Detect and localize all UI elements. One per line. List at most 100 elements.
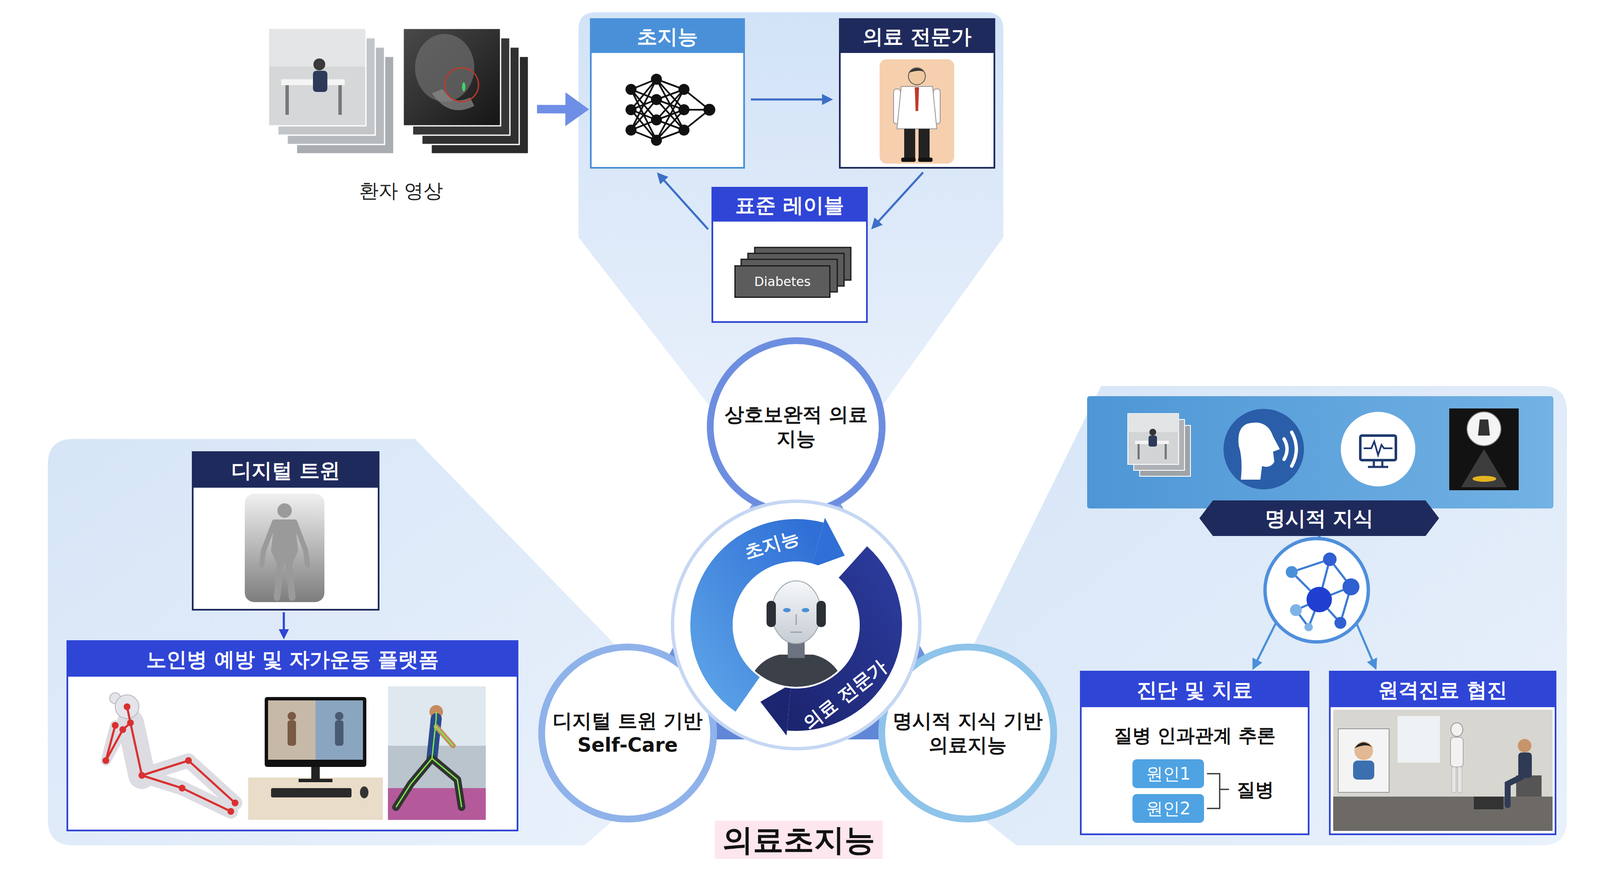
elderly-pose-figure-part [141,760,236,812]
network-icon-part [1334,616,1347,629]
exercise-photo-part [395,711,462,807]
elderly-pose-figure-part [123,703,131,710]
cause-pill: 원인1 [1132,758,1205,788]
cause-bracket [1206,773,1230,809]
telemedicine-room-part [1518,752,1532,778]
patient-photo-stack-part [403,28,501,126]
monitor-desk-part [334,711,344,720]
patient-photo-stack-part [421,47,520,145]
telemedicine-room-part [1354,741,1374,760]
patient-photo-stack-part [431,88,475,111]
knowledge-source-band-part [1478,419,1490,436]
doctor-figure-part [914,87,920,111]
arrow-head [1367,657,1378,670]
card-label: Diabetes [754,273,811,290]
elderly-pose-figure-part [231,799,239,806]
telemedicine-room-part [1450,736,1464,767]
patient-photo-stack-part [285,85,289,115]
robot-face-part [783,607,791,612]
robot-face-part [801,607,810,612]
body-text: 질병 인과관계 추론 [1113,723,1277,747]
patient-photo-stack-part [338,85,342,115]
doctor-figure [879,59,955,164]
knowledge-source-band-part [1461,448,1507,488]
image-stack: 환자 영상 [268,28,534,208]
label-card-stack-part [754,247,851,280]
doctor-figure-part [908,67,926,85]
network-icon-part [1285,565,1298,578]
text-slot: 초지능 [591,19,744,53]
knowledge-source-band-part [1363,441,1393,455]
box-header: 초지능 [591,19,744,53]
robot-face-part [787,637,805,658]
circle-outline-part [541,646,714,819]
knowledge-source-band [1087,395,1554,509]
text-slot: 원인1 [1132,758,1205,788]
telemedicine-room-part [1457,766,1462,792]
doctor-figure-part [904,128,916,159]
telemedicine-room-part [1353,760,1375,780]
elderly-pose-figure-part [109,692,121,704]
knowledge-source-band-part [1137,443,1140,460]
network-icon-part [1291,559,1351,627]
arrow-shaft [1319,535,1373,662]
arrow-head [822,94,834,106]
arrow-head [871,217,883,230]
network-icon-part [1289,603,1302,616]
doctor-figure-part [879,59,955,164]
robot-face-part [745,654,848,695]
text-slot: 환자 영상 [268,174,534,208]
elderly-pose-figure-part [130,722,142,776]
patient-photo-stack-part [296,56,394,154]
patient-photo-stack-part [287,47,385,145]
robot-face-part [766,600,776,627]
process-box: 초지능 [589,18,745,169]
arrow-head [656,172,669,185]
monitor-desk-part [287,711,297,720]
patient-photo-stack-part [431,56,529,154]
arrow-shaft [663,179,709,230]
neural-network-icon-part [678,104,690,116]
exercise-photo-part [431,718,437,759]
elderly-pose-figure-part [178,784,186,792]
patient-photo-stack-part [444,67,479,102]
text-slot: 진단 및 치료 [1081,672,1308,707]
core-circle: 초지능의료 전문가 [669,497,924,752]
circle-label: 상호보완적 의료지능 [715,402,877,452]
elderly-pose-figure-part [105,725,123,761]
patient-photo-stack-part [269,29,366,67]
knowledge-source-band-part [1148,435,1158,447]
connector-arrow [656,172,709,230]
arrow-shaft [537,104,569,114]
exercise-photo-part [395,758,462,807]
patient-photo-stack-part [268,28,366,126]
box-header: 노인병 예방 및 자가운동 플랫폼 [68,641,517,677]
text-slot: 디지털 트윈 [193,452,378,488]
connector-arrow [537,92,590,127]
patient-photo-stack-part [462,82,466,92]
telemedicine-room-part [1516,775,1542,797]
text-slot: 의료초지능 [671,816,926,863]
connector-arrow [1252,535,1320,670]
elderly-pose-figure-part [127,719,134,726]
network-icon-part [1304,622,1313,632]
text-slot: 원격진료 협진 [1330,672,1555,707]
elderly-pose-figure-part [119,725,127,733]
result-label: 질병 [1236,777,1274,801]
monitor-desk [248,696,383,820]
neural-network-icon-part [631,79,710,141]
knowledge-source-band-part [1284,431,1297,466]
monitor-desk-part [287,719,297,746]
patient-photo-stack [268,28,529,154]
digital-twin-figure-part [276,563,293,598]
arrow-head [278,628,289,640]
doctor-figure-part [933,88,941,124]
circle-label: 디지털 트윈 기반 Self-Care [547,708,709,758]
network-icon-part [1342,578,1360,596]
neural-network-icon-part [650,73,662,85]
label-card-stack [741,247,851,292]
pill-label: 원인1 [1146,762,1191,784]
knowledge-source-band-part [1449,408,1519,490]
doctor-figure-part [901,157,916,162]
